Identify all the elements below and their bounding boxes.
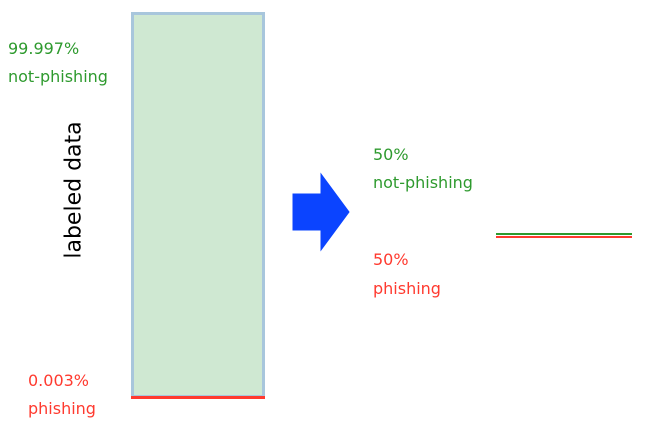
left-phishing-percent: 0.003% [28,371,90,390]
left-not-phishing-label: not-phishing [8,67,108,86]
phishing-line [496,236,632,238]
left-phishing-label: phishing [28,399,96,418]
right-arrow-icon [292,172,350,252]
right-phishing-percent: 50% [373,250,409,269]
not-phishing-bar [131,12,265,398]
right-not-phishing-percent: 50% [373,145,409,164]
right-not-phishing-label: not-phishing [373,173,473,192]
right-phishing-label: phishing [373,279,441,298]
not-phishing-line [496,233,632,235]
left-not-phishing-percent: 99.997% [8,39,80,58]
phishing-bar-slice [131,396,265,399]
labeled-data-label: labeled data [61,121,87,259]
balanced-class-lines [496,233,632,241]
